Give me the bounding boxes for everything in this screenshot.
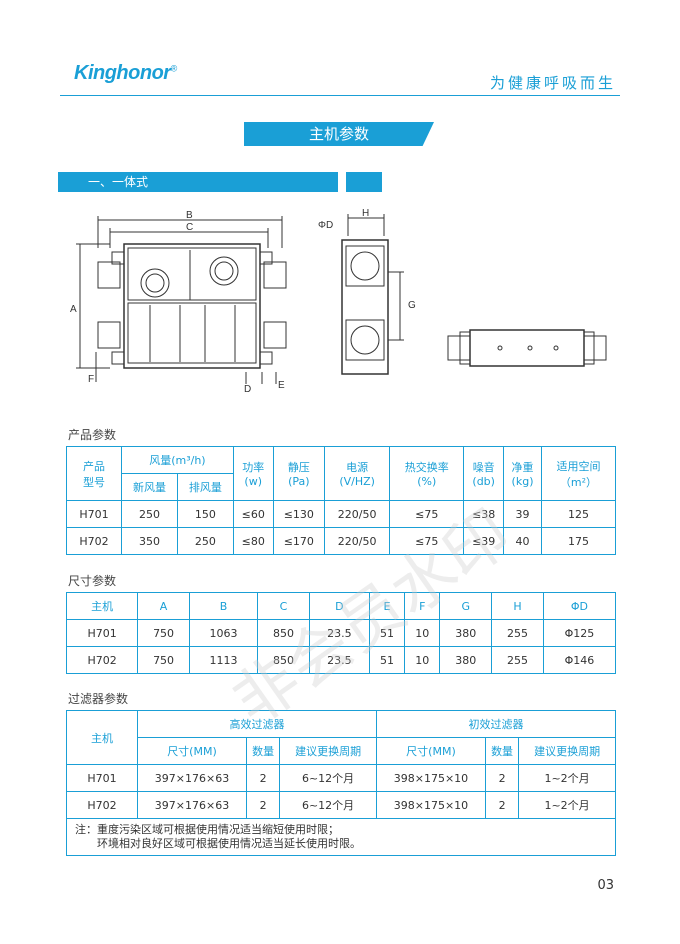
- filter-label: 过滤器参数: [68, 692, 129, 706]
- slogan: 为健康呼吸而生: [489, 74, 616, 92]
- brand-logo: Kinghonor®: [74, 62, 177, 84]
- dim-label-b: B: [186, 210, 193, 221]
- th-airflow: 风量(m³/h): [121, 446, 234, 474]
- dim-label-e: E: [278, 380, 285, 391]
- filter-table: 主机 高效过滤器 初效过滤器 尺寸(MM)数量建议更换周期尺寸(MM)数量建议更…: [66, 710, 617, 856]
- page-number: 03: [597, 878, 614, 893]
- th-model: 产品 型号: [66, 446, 122, 501]
- product-table: 产品 型号 风量(m³/h) 功率 (w) 静压 (Pa) 电源 (V/HZ) …: [66, 446, 617, 555]
- dim-label-h: H: [362, 208, 369, 219]
- dimension-label: 尺寸参数: [68, 574, 117, 588]
- header-divider: [60, 95, 620, 96]
- th-pressure: 静压 (Pa): [272, 446, 325, 501]
- th-power: 功率 (w): [232, 446, 274, 501]
- section-title-tab: [346, 172, 382, 192]
- dim-label-f: F: [88, 374, 94, 385]
- th-weight: 净重 (kg): [503, 446, 542, 501]
- th-supply: 电源 (V/HZ): [323, 446, 391, 501]
- main-title: 主机参数: [244, 122, 434, 146]
- dim-label-g: G: [408, 300, 416, 311]
- th-area: 适用空间 （m²）: [540, 446, 617, 501]
- th-efficiency: 热交换率 (%): [389, 446, 465, 501]
- section-title: 一、一体式: [88, 175, 149, 189]
- dim-label-c: C: [186, 222, 193, 233]
- section-title-bar: 一、一体式: [58, 172, 338, 192]
- filter-note: 注：重度污染区域可根据使用情况适当缩短使用时限； 环境相对良好区域可根据使用情况…: [66, 818, 616, 856]
- th-exhaust: 排风量: [176, 473, 234, 501]
- th-noise: 噪音 (db): [463, 446, 505, 501]
- product-label: 产品参数: [68, 428, 117, 442]
- dim-label-a: A: [70, 304, 77, 315]
- dim-label-d: D: [244, 384, 251, 395]
- dim-label-phid: ΦD: [318, 220, 333, 231]
- th-fresh: 新风量: [121, 473, 178, 501]
